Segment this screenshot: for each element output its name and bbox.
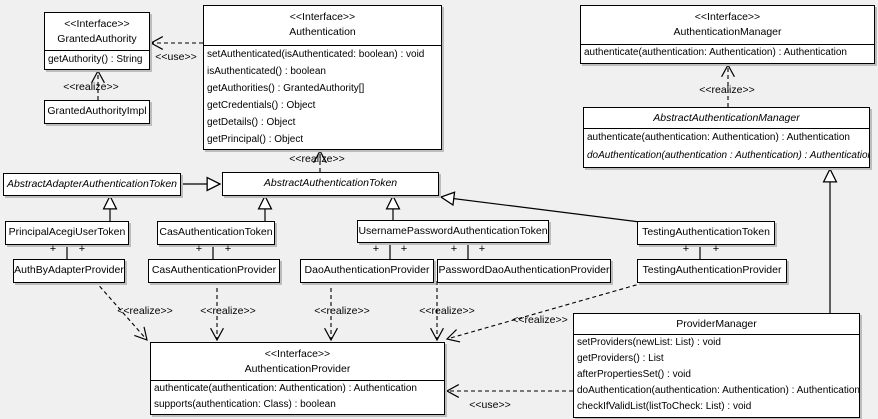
class-name: TestingAuthenticationProvider: [642, 264, 782, 276]
class-box-granted-authority-impl[interactable]: GrantedAuthorityImpl: [44, 100, 150, 124]
stereotype: <<Interface>>: [694, 11, 761, 23]
class-name: AuthenticationProvider: [244, 363, 351, 375]
method: setProviders(newList: List) : void: [577, 337, 721, 348]
realize-label: <<realize>>: [314, 305, 370, 317]
class-box-granted-authority[interactable]: <<Interface>> GrantedAuthority getAuthor…: [44, 12, 150, 70]
method: afterPropertiesSet() : void: [577, 369, 691, 380]
class-name: DaoAuthenticationProvider: [304, 264, 430, 276]
stereotype: <<Interface>>: [289, 11, 356, 23]
class-box-testing-authentication-token[interactable]: TestingAuthenticationToken: [637, 221, 775, 245]
class-box-principal-acegi-user-token[interactable]: PrincipalAcegiUserToken: [5, 221, 129, 245]
method: checkIfValidList(listToCheck: List) : vo…: [577, 401, 752, 412]
multiplicity-plus: +: [450, 243, 458, 255]
class-box-dao-authentication-provider[interactable]: DaoAuthenticationProvider: [300, 259, 434, 283]
method: authenticate(authentication: Authenticat…: [584, 47, 847, 58]
method: getAuthority() : String: [48, 54, 143, 65]
multiplicity-plus: +: [372, 243, 380, 255]
use-label: <<use>>: [469, 399, 511, 411]
class-name: PasswordDaoAuthenticationProvider: [438, 264, 610, 276]
class-name: GrantedAuthorityImpl: [47, 105, 147, 117]
class-name: AbstractAuthenticationToken: [263, 177, 398, 189]
multiplicity-plus: +: [49, 243, 57, 255]
class-box-authentication-provider[interactable]: <<Interface>> AuthenticationProvider aut…: [150, 342, 445, 415]
class-name: Authentication: [289, 26, 356, 38]
multiplicity-plus: +: [78, 243, 86, 255]
multiplicity-plus: +: [400, 243, 408, 255]
class-box-cas-authentication-token[interactable]: CasAuthenticationToken: [157, 221, 275, 245]
class-name: CasAuthenticationProvider: [151, 264, 277, 276]
use-label: <<use>>: [155, 51, 197, 63]
class-box-username-password-authentication-token[interactable]: UsernamePasswordAuthenticationToken: [357, 220, 549, 243]
class-box-password-dao-authentication-provider[interactable]: PasswordDaoAuthenticationProvider: [437, 259, 611, 283]
method: isAuthenticated() : boolean: [207, 66, 326, 77]
method: getProviders() : List: [577, 353, 664, 364]
class-name: PrincipalAcegiUserToken: [8, 226, 126, 238]
class-box-authentication[interactable]: <<Interface>> Authentication setAuthenti…: [203, 5, 442, 150]
class-box-abstract-authentication-manager[interactable]: AbstractAuthenticationManager authentica…: [583, 107, 870, 168]
method: doAuthentication(authentication: Authent…: [577, 385, 860, 396]
realize-label: <<realize>>: [699, 84, 755, 96]
class-name: GrantedAuthority: [57, 33, 137, 45]
realize-label: <<realize>>: [63, 81, 119, 93]
class-name: AbstractAdapterAuthenticationToken: [6, 178, 178, 190]
stereotype: <<Interface>>: [64, 18, 130, 30]
class-name: CasAuthenticationToken: [159, 226, 273, 238]
realize-label: <<realize>>: [200, 305, 256, 317]
multiplicity-plus: +: [712, 243, 720, 255]
method: getCredentials() : Object: [207, 100, 316, 111]
class-box-provider-manager[interactable]: ProviderManager setProviders(newList: Li…: [573, 313, 860, 418]
method: authenticate(authentication: Authenticat…: [587, 132, 850, 143]
method: setAuthenticated(isAuthenticated: boolea…: [207, 49, 425, 60]
class-box-cas-authentication-provider[interactable]: CasAuthenticationProvider: [148, 259, 280, 283]
class-box-testing-authentication-provider[interactable]: TestingAuthenticationProvider: [637, 259, 787, 283]
method: getDetails() : Object: [207, 117, 296, 128]
class-box-abstract-authentication-token[interactable]: AbstractAuthenticationToken: [222, 172, 439, 196]
method: getAuthorities() : GrantedAuthority[]: [207, 83, 365, 94]
class-box-authentication-manager[interactable]: <<Interface>> AuthenticationManager auth…: [580, 5, 875, 64]
class-name: ProviderManager: [676, 318, 757, 330]
method: supports(authentication: Class) : boolea…: [154, 399, 336, 410]
edge-realize-authbyadapterprovider: [94, 280, 148, 341]
edge-gen-testingauthenticationtoken: [441, 197, 641, 223]
class-name: AbstractAuthenticationManager: [653, 112, 800, 124]
class-name: UsernamePasswordAuthenticationToken: [358, 225, 548, 237]
method-abstract: doAuthentication(authentication : Authen…: [587, 150, 870, 161]
realize-label: <<realize>>: [289, 153, 345, 165]
method: getPrincipal() : Object: [207, 134, 304, 145]
edge-realize-testingauthenticationprovider: [445, 280, 651, 343]
realize-label: <<realize>>: [512, 314, 568, 326]
class-box-abstract-adapter-authentication-token[interactable]: AbstractAdapterAuthenticationToken: [3, 173, 181, 196]
class-name: AuthenticationManager: [673, 26, 782, 38]
multiplicity-plus: +: [478, 243, 486, 255]
multiplicity-plus: +: [224, 243, 232, 255]
class-box-auth-by-adapter-provider[interactable]: AuthByAdapterProvider: [13, 259, 125, 283]
realize-label: <<realize>>: [419, 305, 475, 317]
realize-label: <<realize>>: [117, 305, 173, 317]
multiplicity-plus: +: [195, 243, 203, 255]
class-name: TestingAuthenticationToken: [642, 226, 770, 238]
method: authenticate(authentication: Authenticat…: [154, 383, 417, 394]
stereotype: <<Interface>>: [264, 348, 331, 360]
class-name: AuthByAdapterProvider: [14, 264, 124, 276]
multiplicity-plus: +: [682, 243, 690, 255]
